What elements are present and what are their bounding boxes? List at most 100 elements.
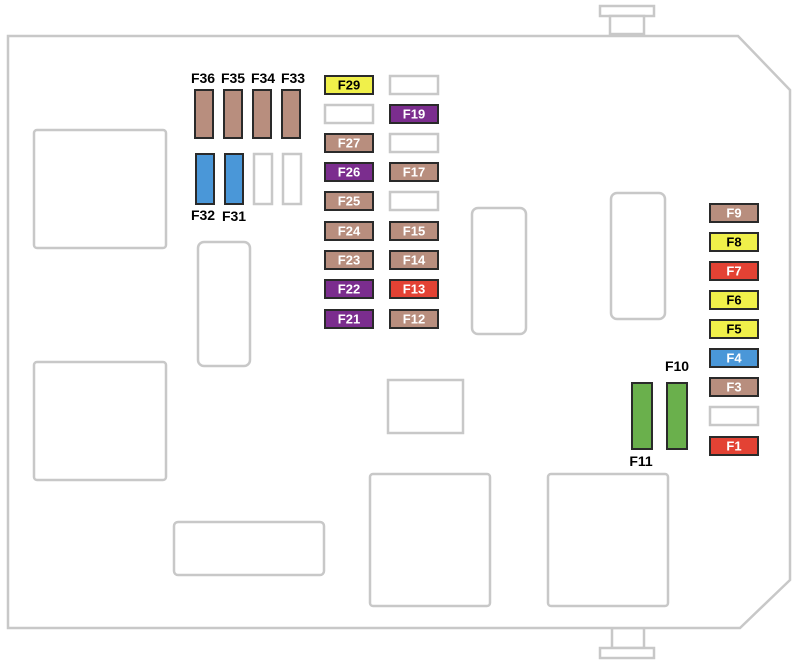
relay-socket-left-top	[32, 128, 168, 250]
fuse-F10-body	[666, 382, 688, 450]
fuse-F15-body	[389, 221, 439, 241]
relay-socket-narrow-left	[196, 240, 252, 368]
empty-fuse-slot	[323, 103, 375, 125]
label-F31: F31	[222, 208, 246, 224]
fuse-F24: F24	[324, 221, 374, 241]
fuse-F4: F4	[709, 348, 759, 368]
empty-fuse-slot-vertical	[252, 152, 274, 206]
fuse-F19-body	[389, 104, 439, 124]
fuse-F15-label: F15	[403, 224, 425, 239]
fuse-F23-body	[324, 250, 374, 270]
fuse-F25: F25	[324, 191, 374, 211]
fuse-F1-body	[709, 436, 759, 456]
label-F11: F11	[629, 453, 653, 469]
fuse-F25-body	[324, 191, 374, 211]
fuse-F25-label: F25	[338, 194, 360, 209]
fuse-F21-body	[324, 309, 374, 329]
fuse-F3-body	[709, 377, 759, 397]
relay-socket-narrow-center	[470, 206, 528, 336]
fuse-F4-body	[709, 348, 759, 368]
fuse-F9-label: F9	[726, 206, 741, 221]
fuse-F23-label: F23	[338, 253, 360, 268]
fuse-F29: F29	[324, 75, 374, 95]
fuse-F7: F7	[709, 261, 759, 281]
fuse-F13: F13	[389, 279, 439, 299]
fuse-F23: F23	[324, 250, 374, 270]
fuse-F3-label: F3	[726, 380, 741, 395]
fuse-F34-body	[252, 89, 272, 139]
fuse-F9: F9	[709, 203, 759, 223]
fuse-F24-label: F24	[338, 224, 361, 239]
label-F35: F35	[221, 70, 245, 86]
fuse-F33-body	[281, 89, 301, 139]
fuse-F21: F21	[324, 309, 374, 329]
empty-fuse-slot	[388, 74, 440, 96]
fuse-F8-body	[709, 232, 759, 252]
empty-fuse-slot	[388, 132, 440, 154]
fuse-F8-label: F8	[726, 235, 741, 250]
fuse-F29-body	[324, 75, 374, 95]
top-mounting-tab	[598, 4, 656, 36]
fuse-F13-body	[389, 279, 439, 299]
fuse-F21-label: F21	[338, 312, 360, 327]
fuse-F11-body	[631, 382, 653, 450]
fuse-F12-body	[389, 309, 439, 329]
fuse-F27: F27	[324, 133, 374, 153]
fuse-F4-label: F4	[726, 351, 742, 366]
fuse-F22-body	[324, 279, 374, 299]
fuse-F9-body	[709, 203, 759, 223]
fuse-F29-label: F29	[338, 78, 360, 93]
relay-socket-small-center	[386, 378, 465, 435]
fuse-F32-body	[195, 153, 215, 205]
fuse-F26-label: F26	[338, 165, 360, 180]
fuse-F14-label: F14	[403, 253, 426, 268]
fuse-F19: F19	[389, 104, 439, 124]
fuse-F1-label: F1	[726, 439, 741, 454]
fuse-F14-body	[389, 250, 439, 270]
fuse-F17-label: F17	[403, 165, 425, 180]
fuse-F27-body	[324, 133, 374, 153]
fuse-F34	[252, 89, 272, 139]
relay-socket-bottom-wide	[172, 520, 326, 577]
fuse-F5-body	[709, 319, 759, 339]
fuse-F1: F1	[709, 436, 759, 456]
fuse-F15: F15	[389, 221, 439, 241]
relay-socket-bottom-right	[546, 472, 670, 608]
fuse-F6: F6	[709, 290, 759, 310]
fuse-F31-body	[224, 153, 244, 205]
fuse-F12-label: F12	[403, 312, 425, 327]
empty-fuse-slot-vertical	[281, 152, 303, 206]
fuse-F19-label: F19	[403, 107, 425, 122]
fuse-F11	[631, 382, 653, 450]
relay-socket-bottom-center	[368, 472, 492, 608]
fuse-F12: F12	[389, 309, 439, 329]
label-F36: F36	[191, 70, 215, 86]
empty-fuse-slot	[708, 405, 760, 427]
relay-socket-left-middle	[32, 360, 168, 482]
fuse-F22-label: F22	[338, 282, 360, 297]
fuse-F31	[224, 153, 244, 205]
empty-fuse-slot	[388, 190, 440, 212]
bottom-mounting-tab	[598, 626, 656, 660]
fuse-F6-body	[709, 290, 759, 310]
fuse-F10	[666, 382, 688, 450]
fuse-F35	[223, 89, 243, 139]
fuse-F5: F5	[709, 319, 759, 339]
fuse-F27-label: F27	[338, 136, 360, 151]
fuse-F8: F8	[709, 232, 759, 252]
fuse-F22: F22	[324, 279, 374, 299]
fuse-F7-body	[709, 261, 759, 281]
fuse-F26: F26	[324, 162, 374, 182]
label-F32: F32	[191, 207, 215, 223]
label-F33: F33	[281, 70, 305, 86]
fuse-F6-label: F6	[726, 293, 741, 308]
fuse-F3: F3	[709, 377, 759, 397]
fuse-F35-body	[223, 89, 243, 139]
fuse-F13-label: F13	[403, 282, 425, 297]
fuse-F26-body	[324, 162, 374, 182]
fuse-F5-label: F5	[726, 322, 741, 337]
label-F10: F10	[665, 358, 689, 374]
relay-socket-narrow-right	[609, 191, 667, 321]
fuse-F33	[281, 89, 301, 139]
